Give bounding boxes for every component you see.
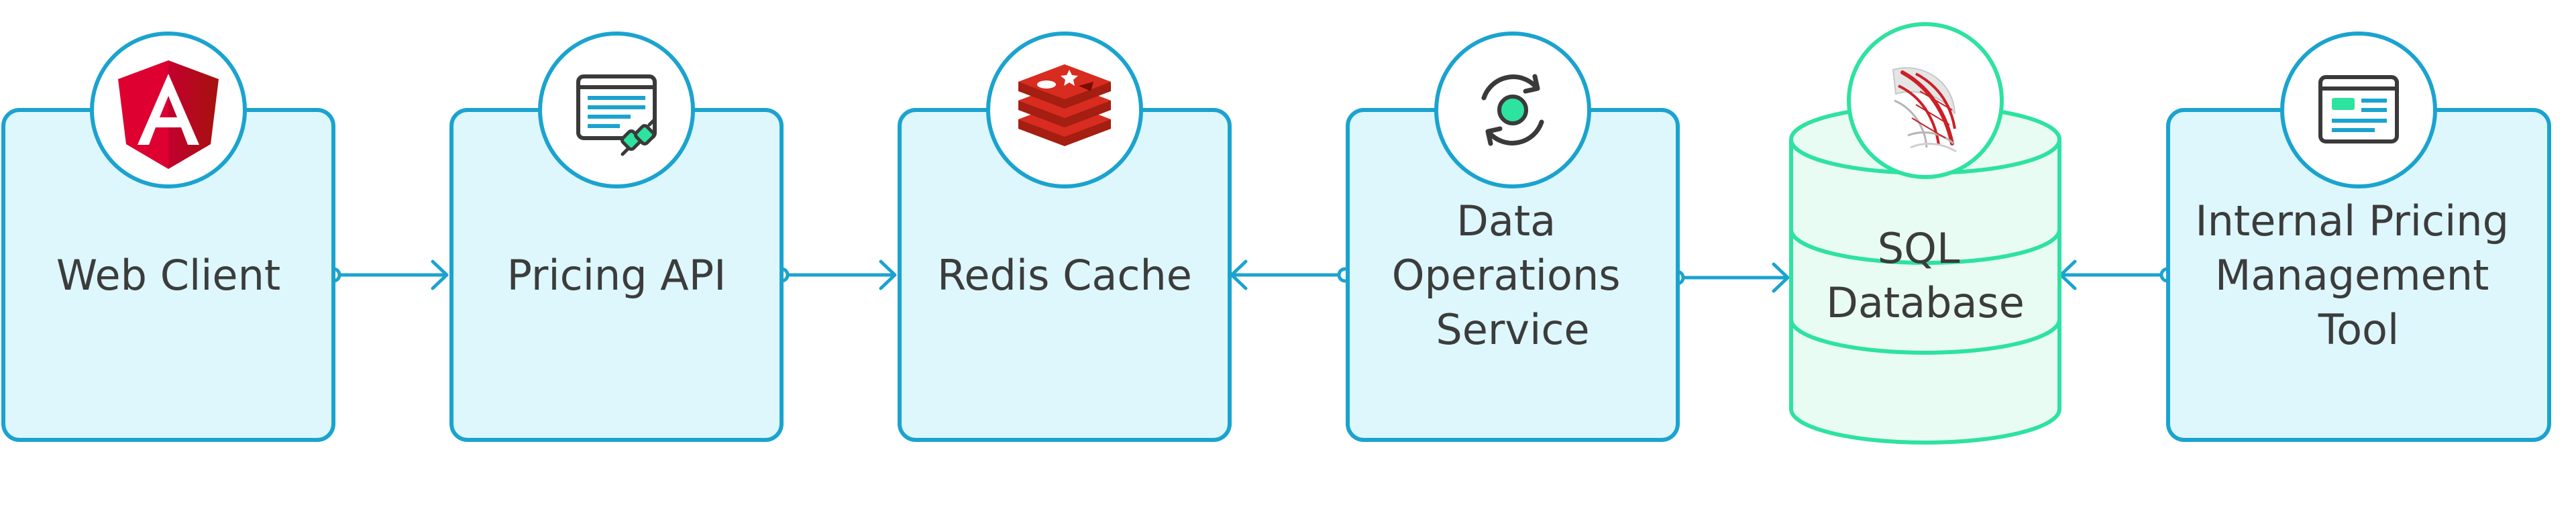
browser-window-icon xyxy=(2318,75,2399,144)
node-pricing-api: Pricing API xyxy=(449,32,784,442)
node-label-pricing-api: Pricing API xyxy=(507,251,727,300)
node-label-web-client: Web Client xyxy=(56,251,280,300)
edge-web-client-to-pricing-api xyxy=(325,260,449,290)
node-label-redis-cache: Redis Cache xyxy=(937,251,1192,300)
node-internal-pricing-management-tool: Internal Pricing Management Tool xyxy=(2166,32,2551,442)
sync-cycle-icon xyxy=(1481,74,1544,146)
node-label-sql-database: SQL Database xyxy=(1826,224,2025,327)
node-redis-cache: Redis Cache xyxy=(898,32,1232,442)
node-data-operations-service: Data Operations Service xyxy=(1346,32,1680,442)
edge-internal-pricing-management-tool-to-sql-database xyxy=(2059,260,2176,290)
node-label-data-operations-service: Data Operations Service xyxy=(1392,196,1634,354)
api-plug-icon xyxy=(576,74,657,156)
edge-data-operations-service-to-sql-database xyxy=(1669,262,1790,293)
angular-logo-icon xyxy=(118,60,219,169)
node-web-client: Web Client xyxy=(1,32,335,442)
edge-data-operations-service-to-redis-cache xyxy=(1230,260,1353,290)
edge-pricing-api-to-redis-cache xyxy=(773,260,897,290)
node-label-internal-pricing-management-tool: Internal Pricing Management Tool xyxy=(2195,196,2522,354)
redis-logo-icon xyxy=(1018,64,1111,146)
sql-server-logo-icon xyxy=(1892,67,1957,153)
node-sql-database: SQL Database xyxy=(1789,22,2061,445)
